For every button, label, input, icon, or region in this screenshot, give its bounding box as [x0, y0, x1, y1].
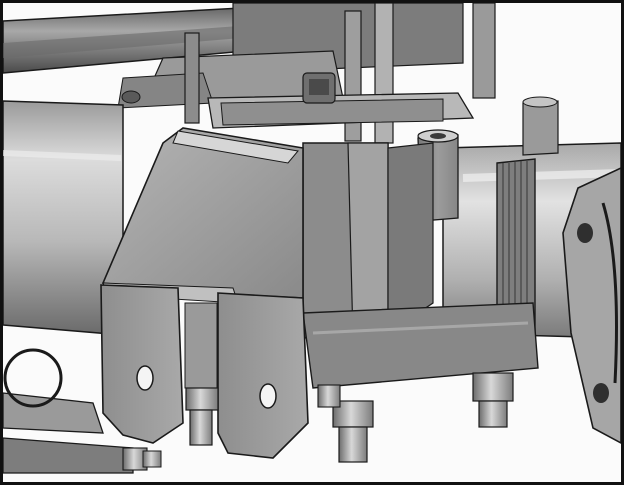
center-box-bracket	[302, 142, 539, 389]
frame-tubes	[3, 3, 464, 109]
u-bolt-nuts	[185, 372, 514, 463]
lower-linkage	[3, 348, 162, 474]
hub-flange	[562, 167, 621, 444]
link-bracket	[100, 127, 309, 459]
cad-render	[3, 3, 621, 474]
center-housing	[207, 72, 475, 129]
